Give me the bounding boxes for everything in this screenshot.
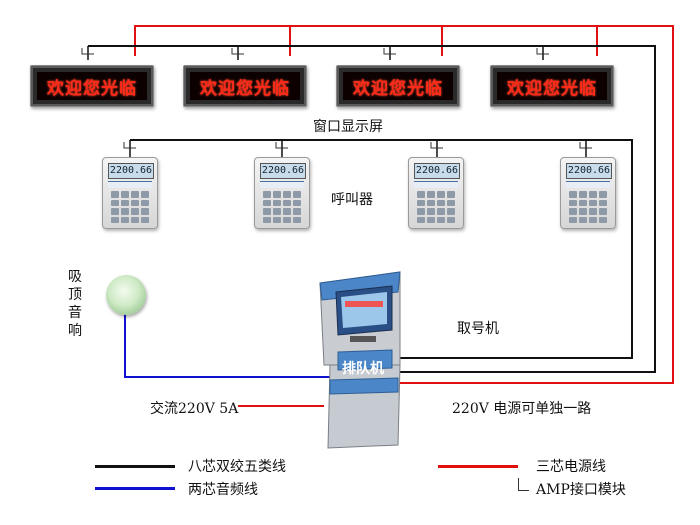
window-display-sign-2: 欢迎您光临 — [183, 65, 307, 107]
window-display-sign-3: 欢迎您光临 — [336, 65, 460, 107]
caller-keypad — [569, 191, 607, 223]
legend-power-label: 三芯电源线 — [536, 459, 606, 475]
caller-brand-strip — [414, 181, 458, 188]
window-display-sign-1: 欢迎您光临 — [30, 65, 154, 107]
legend-ethernet-label: 八芯双绞五类线 — [188, 459, 286, 475]
caller-brand-strip — [108, 181, 152, 188]
amp-connectors — [81, 48, 592, 149]
sign-text: 欢迎您光临 — [353, 78, 443, 99]
legend-power-swatch — [438, 465, 518, 468]
kiosk-panel-text: 排队机 — [342, 361, 384, 377]
legend-amp-label: AMP接口模块 — [536, 482, 626, 498]
caller-brand-strip — [260, 181, 304, 188]
caller-screen: 2200.66 — [414, 163, 460, 179]
label-speaker: 吸顶音响 — [68, 269, 82, 339]
ethernet-line-callers — [130, 139, 633, 359]
sign-text: 欢迎您光临 — [200, 78, 290, 99]
label-caller: 呼叫器 — [331, 192, 373, 208]
sign-text: 欢迎您光临 — [507, 78, 597, 99]
audio-line — [124, 313, 330, 378]
legend-audio-label: 两芯音频线 — [188, 482, 258, 498]
window-display-sign-4: 欢迎您光临 — [490, 65, 614, 107]
sign-text: 欢迎您光临 — [47, 78, 137, 99]
ceiling-speaker-icon — [106, 275, 146, 315]
caller-screen: 2200.66 — [260, 163, 306, 179]
caller-device-2: 2200.66 — [254, 157, 310, 229]
power-line-top — [134, 25, 674, 384]
label-window-display: 窗口显示屏 — [313, 119, 383, 135]
caller-device-3: 2200.66 — [408, 157, 464, 229]
caller-device-4: 2200.66 — [560, 157, 616, 229]
ethernet-line-signs — [88, 45, 656, 373]
legend-amp-icon — [518, 478, 529, 491]
ticket-kiosk — [319, 271, 401, 449]
label-ac-input: 交流220V 5A — [150, 401, 239, 417]
legend-ethernet-swatch — [95, 465, 175, 468]
caller-device-1: 2200.66 — [102, 157, 158, 229]
caller-keypad — [263, 191, 301, 223]
label-power-note: 220V 电源可单独一路 — [452, 401, 592, 417]
caller-keypad — [417, 191, 455, 223]
caller-screen: 2200.66 — [108, 163, 154, 179]
caller-screen: 2200.66 — [566, 163, 612, 179]
caller-keypad — [111, 191, 149, 223]
label-ticket-machine: 取号机 — [457, 321, 499, 337]
caller-brand-strip — [566, 181, 610, 188]
legend-audio-swatch — [95, 487, 175, 490]
